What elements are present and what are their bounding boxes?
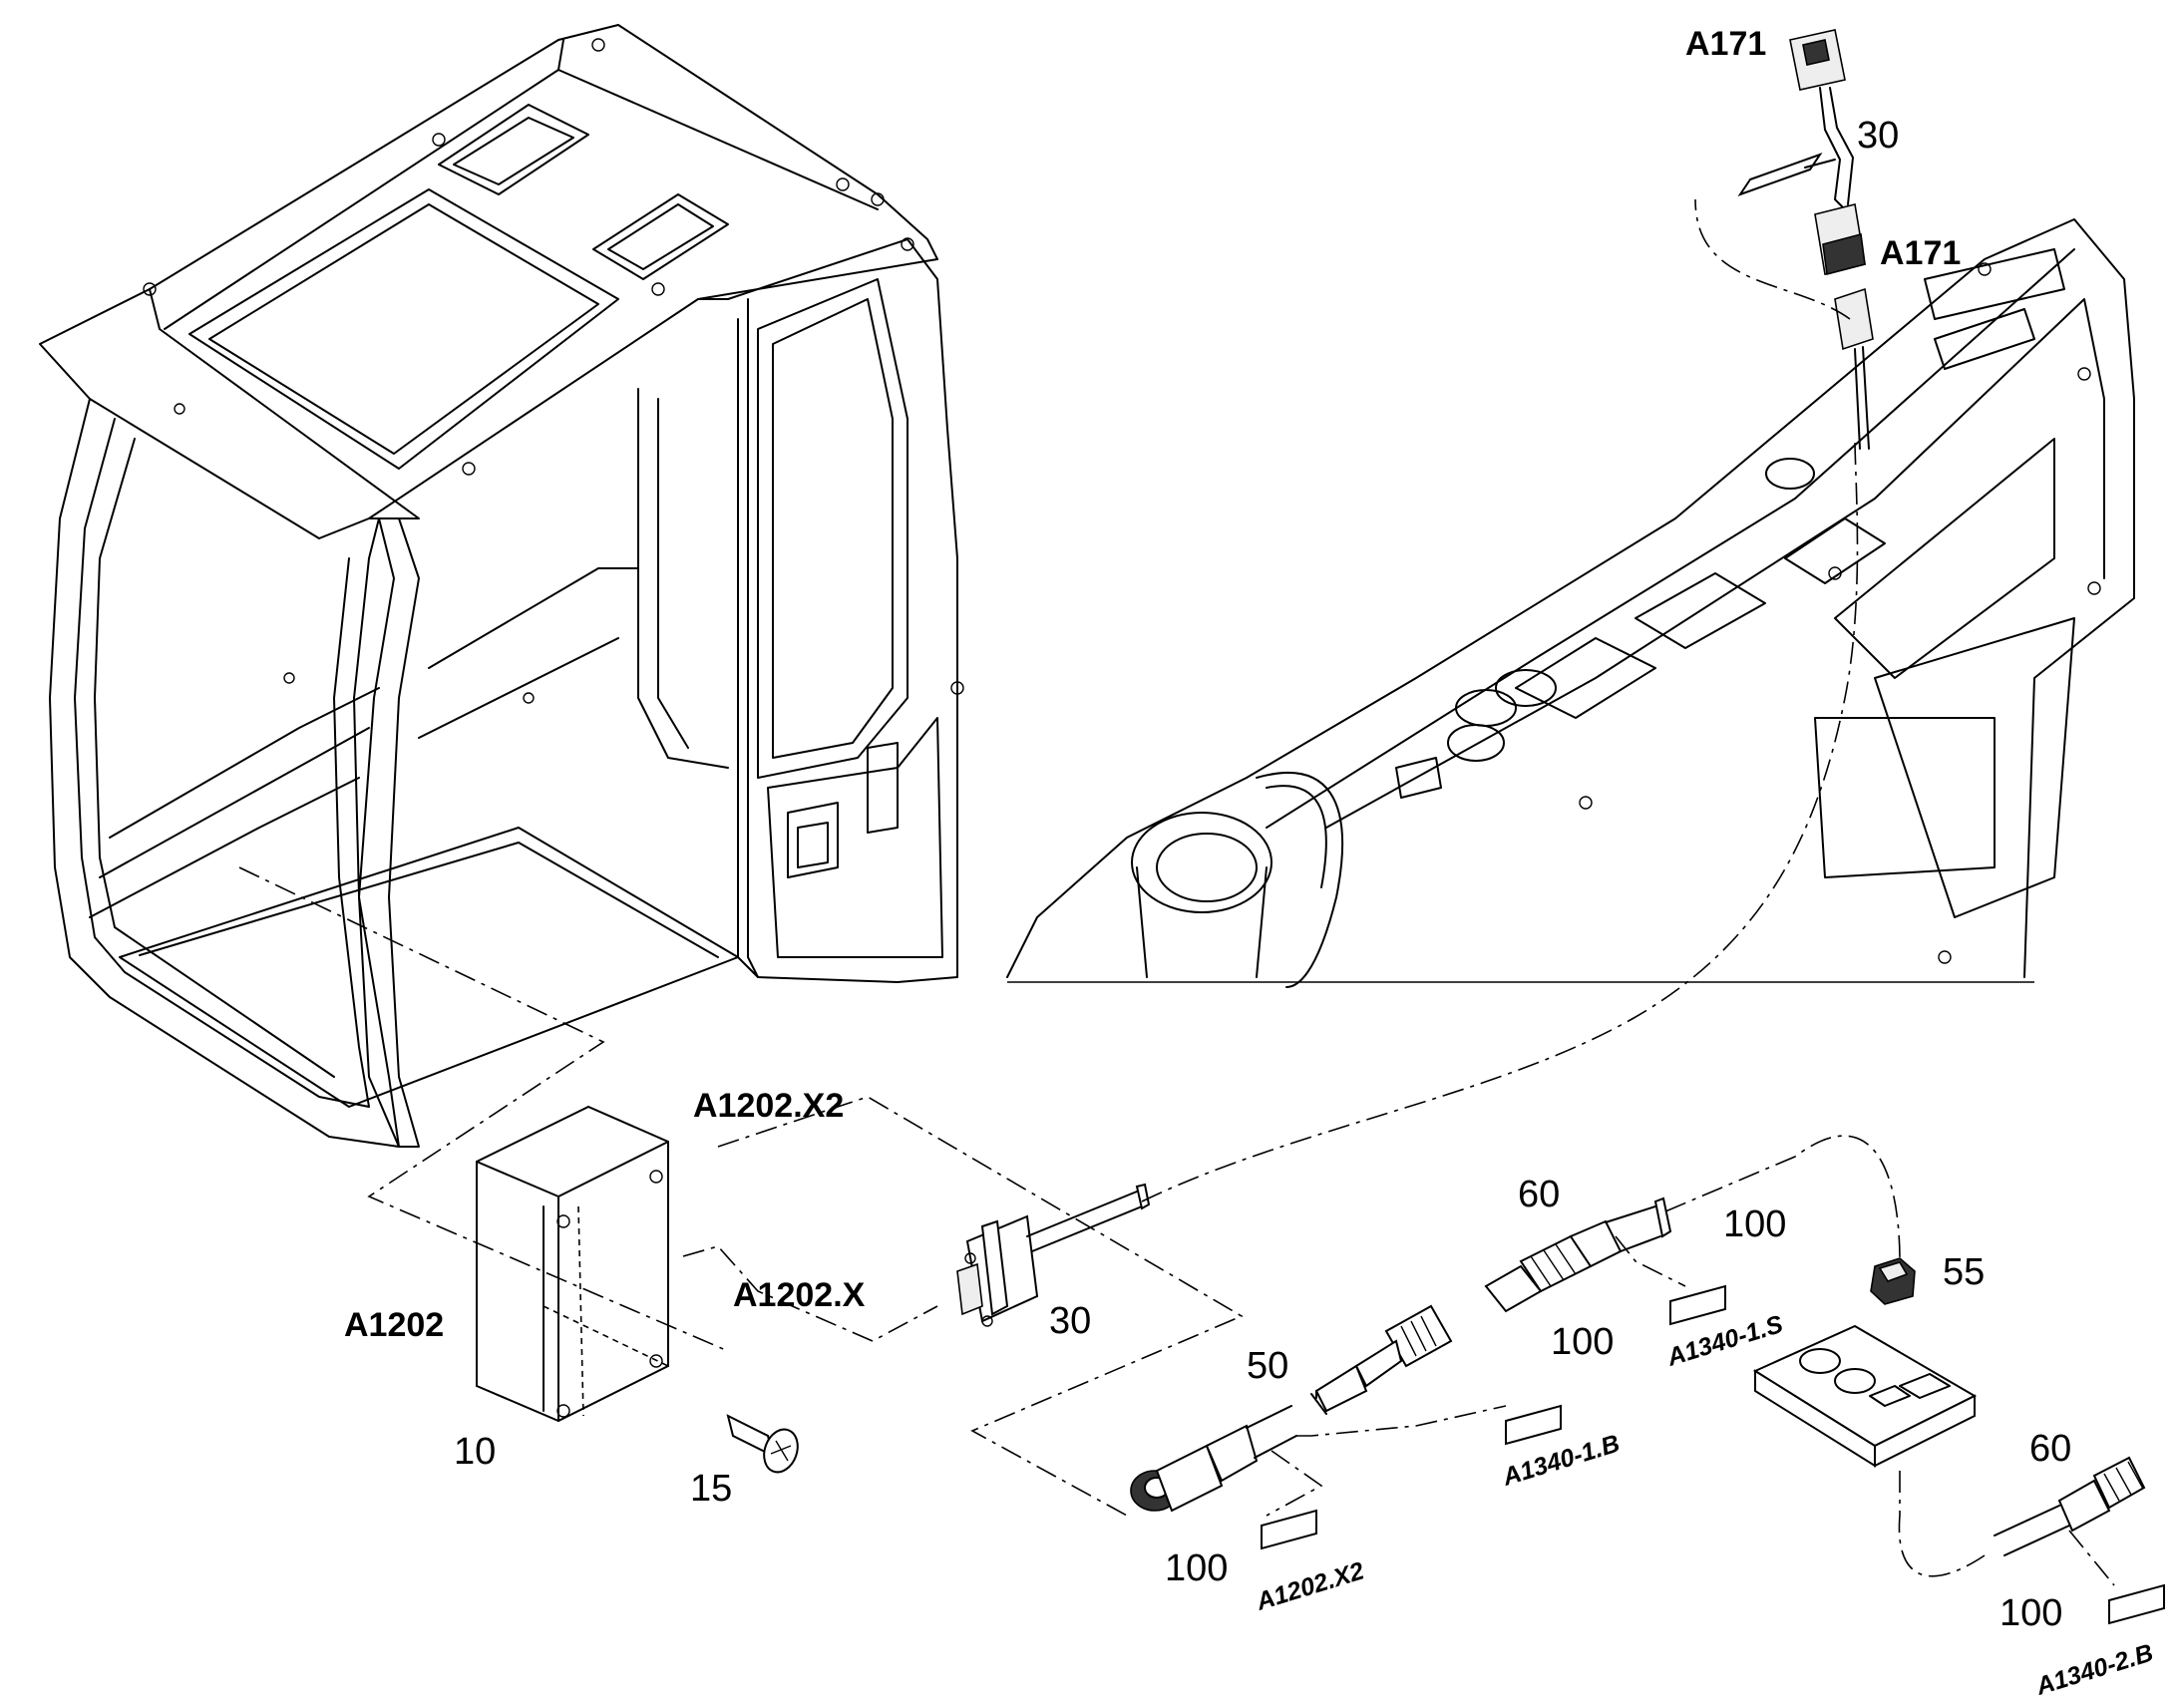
item-15: 15	[690, 1468, 732, 1510]
item-50: 50	[1247, 1345, 1288, 1387]
dsub-connector-30	[956, 1183, 1151, 1327]
tags	[1261, 1284, 2165, 1625]
item-100-b: 100	[1551, 1321, 1614, 1363]
item-10: 10	[454, 1431, 496, 1473]
item-55: 55	[1943, 1251, 1985, 1293]
item-100-c: 100	[1165, 1547, 1228, 1589]
item-100-a: 100	[1723, 1203, 1786, 1245]
item-60-upper: 60	[1518, 1174, 1560, 1215]
mounting-plate	[1752, 1324, 1978, 1468]
grommet-55	[1870, 1257, 1916, 1305]
screw-15	[726, 1414, 799, 1474]
label-a1202-x: A1202.X	[733, 1276, 866, 1314]
a171-harness	[1737, 29, 1874, 450]
item-60-lower: 60	[2029, 1428, 2071, 1470]
control-box-a1202	[476, 1105, 669, 1423]
label-a1202: A1202	[344, 1306, 444, 1344]
cab-frame	[39, 24, 964, 1148]
connector-60-upper	[1484, 1196, 1672, 1313]
connector-50-lower	[1130, 1405, 1297, 1513]
tag-a1202-x2: A1202.X2	[1253, 1556, 1368, 1616]
label-a1202-x2: A1202.X2	[693, 1087, 844, 1125]
operator-console	[1006, 218, 2135, 988]
connector-50-upper	[1310, 1304, 1453, 1415]
connector-60-lower	[1994, 1456, 2146, 1556]
label-a171-mid: A171	[1880, 234, 1961, 272]
label-a171-top: A171	[1685, 25, 1766, 63]
item-30-top: 30	[1857, 115, 1899, 157]
item-100-d: 100	[1999, 1592, 2062, 1634]
leader-lines	[238, 198, 2115, 1586]
item-30-mid: 30	[1049, 1300, 1091, 1342]
tag-a1340-2b: A1340-2.B	[2032, 1639, 2157, 1701]
